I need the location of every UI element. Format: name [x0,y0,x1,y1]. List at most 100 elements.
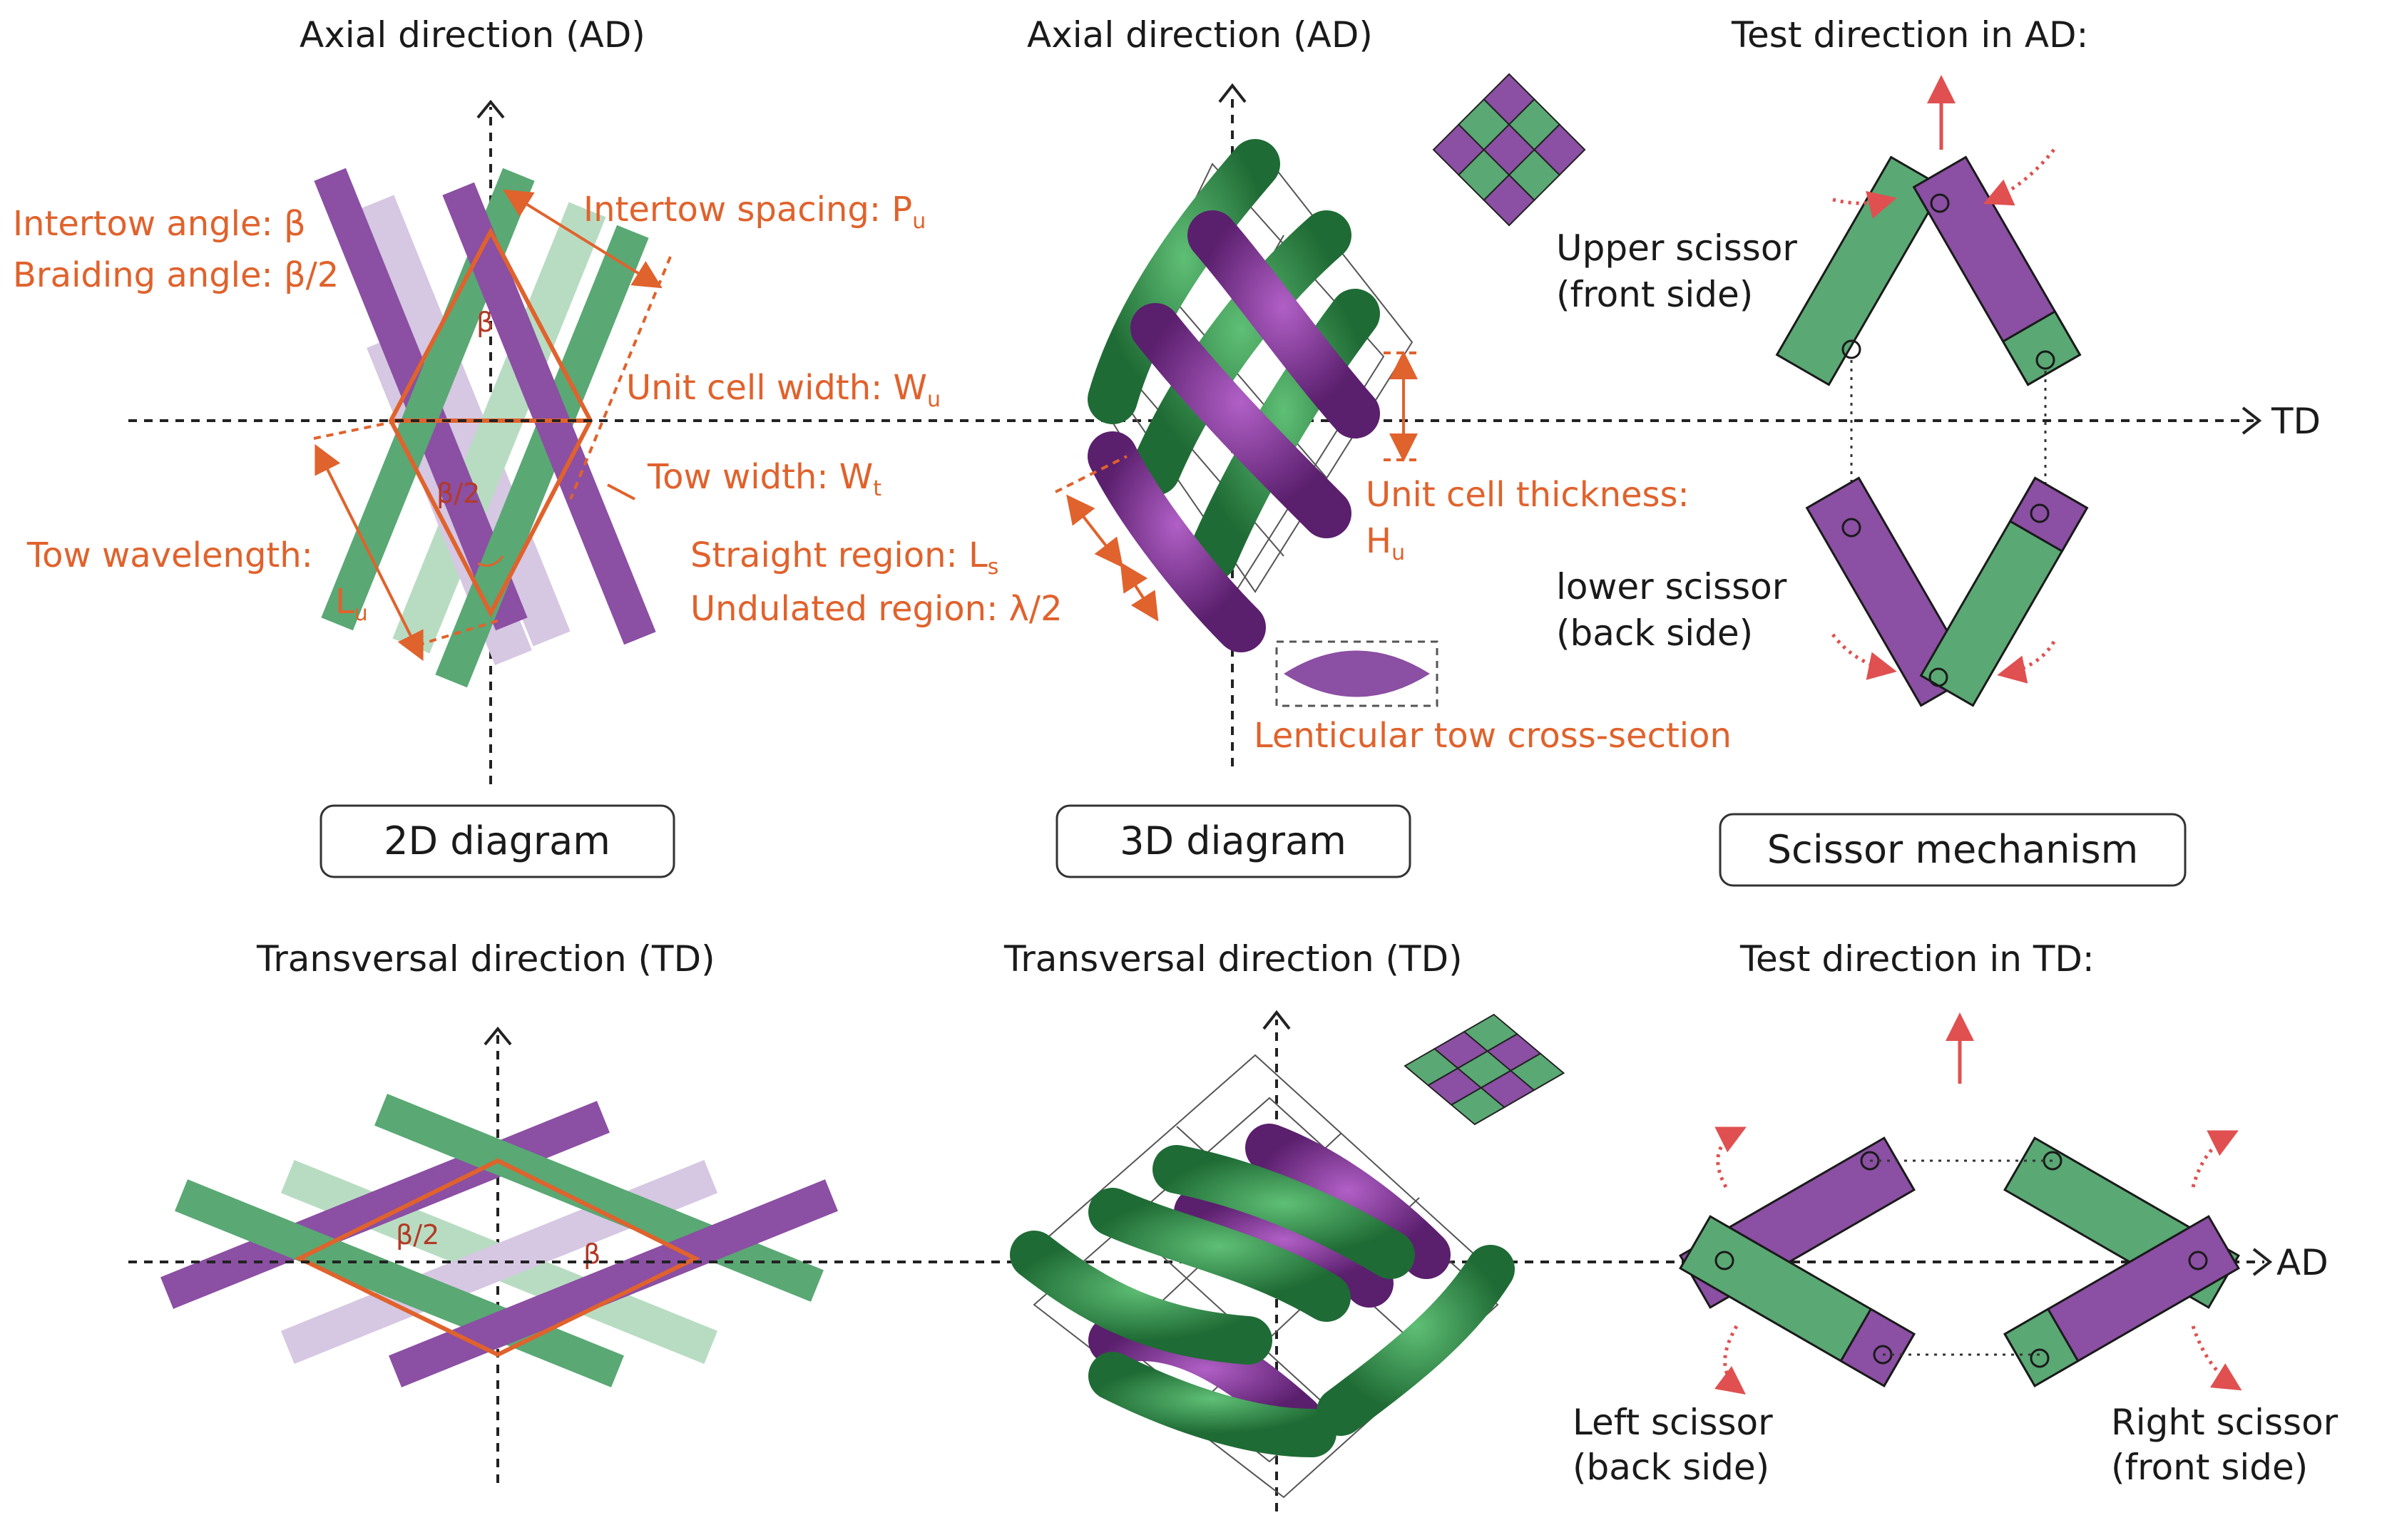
purple-tube-td-2 [1245,1124,1451,1279]
straight-region-label: Straight region: Ls [690,535,998,580]
right-pivot-bottom [2030,1348,2050,1368]
tow-wavelength-symbol: Lu [335,582,368,626]
right-scissor [2003,1136,2240,1387]
beta-half-arc [477,555,504,567]
upper-pivot-right [2035,350,2055,370]
tow-wavelength-label: Tow wavelength: [26,535,313,575]
upper-purple-bar-tip [2001,309,2082,386]
unit-cell-rhombus-td [295,1158,700,1357]
td-axis-2d-arrowhead [484,1026,512,1046]
checker-icon-ad [1432,73,1586,227]
lower-scissor-label: lower scissor [1556,566,1787,607]
upper-scissor [1775,155,2082,386]
axis-label-td-2d: Transversal direction (TD) [256,938,715,980]
upper-scissor-side: (front side) [1556,274,1753,315]
ad-axis-label: AD [2276,1242,2329,1283]
beta-label-2d: β [476,307,494,338]
upper-scissor-label: Upper scissor [1556,227,1797,269]
td-axis-arrowhead [2242,406,2262,435]
panel-scissor-title: Scissor mechanism [1767,827,2138,872]
diagram-2d-ad: Axial direction (AD) β β/2 Intertow angl… [13,14,941,784]
green-tube-3 [1187,289,1380,581]
ad-axis-3d-arrowhead [1218,83,1247,103]
axis-label-ad-2d: Axial direction (AD) [300,14,645,56]
checker-icon-td [1404,1013,1565,1126]
tow-wavelength-arrow [315,443,424,662]
straight-region-guide [1055,455,1128,493]
beta-half-label-td: β/2 [396,1219,439,1251]
lenticular-label: Lenticular tow cross-section [1254,716,1732,756]
left-scissor [1679,1136,1916,1387]
upper-green-bar [1775,155,1945,386]
curve-arrow-ul [1832,190,1897,219]
green-tube-td-3 [1152,1145,1415,1279]
td-axis-label: TD [2271,401,2321,442]
ad-axis-arrowhead [2252,1248,2273,1276]
purple-tube-1 [1088,431,1266,652]
td-axis-top: TD [128,401,2321,442]
curve-arrow-ll [1831,633,1897,680]
lower-scissor [1805,476,2089,707]
panel-2d-frame [320,804,675,878]
test-ad-label: Test direction in AD: [1731,14,2088,56]
green-tube-2 [1130,210,1351,496]
curve-arrow-lr [1997,640,2056,684]
intertow-spacing-guide [569,256,672,500]
undulated-region-arrow [1120,562,1159,622]
tow-width-tick [607,483,635,500]
left-scissor-side: (back side) [1573,1447,1769,1488]
green-tube-1 [1088,139,1280,424]
green-tube-td-4 [1088,1352,1336,1457]
tows-3d-td [1010,1124,1515,1457]
unit-cell-rhombus-2d [388,227,593,618]
purple-tow-td-b [389,1179,838,1387]
unit-cell-width-label: Unit cell width: Wu [626,368,941,412]
tow-width-label: Tow width: Wt [647,457,881,501]
curve-arrow-td-ur [2191,1130,2239,1188]
panel-scissor-box: Scissor mechanism [1719,813,2187,887]
unit-cell-thickness-symbol: Hu [1366,521,1405,565]
lower-scissor-side: (back side) [1556,612,1753,654]
wireframe-grid [1112,235,1341,557]
panel-2d-box: 2D diagram [320,804,675,878]
upper-pivot-top [1930,193,1950,213]
diagram-3d-ad: Axial direction (AD) [690,14,1732,766]
beta-label-td: β [583,1238,600,1270]
beta-half-label-2d: β/2 [436,478,480,509]
purple-tow-b [442,182,656,645]
diagram-2d-td: Transversal direction (TD) β/2 β [160,938,838,1483]
lenticular-box [1275,640,1438,707]
straight-region-arrow [1066,494,1123,568]
curve-arrow-td-ul [1714,1126,1747,1189]
intertow-spacing-label: Intertow spacing: Pu [583,190,926,234]
green-tube-td-2 [1088,1188,1351,1322]
ad-axis-2d-arrowhead [476,99,505,119]
upper-pivot-left [1841,339,1861,359]
right-pivot-mid [2188,1251,2208,1270]
intertow-spacing-arrow [503,189,663,289]
lower-pivot-bottom [1928,667,1948,687]
lower-pivot-left [1841,518,1861,538]
axis-label-td-3d: Transversal direction (TD) [1003,938,1463,980]
scissor-ad: Test direction in AD: Upper scissor (fr [1556,14,2089,707]
test-td-label: Test direction in TD: [1739,938,2095,980]
purple-tube-2 [1130,303,1351,538]
curve-arrow-td-ll [1714,1325,1746,1395]
panel-2d-title: 2D diagram [384,818,610,863]
unit-cell-thickness-label: Unit cell thickness: [1366,475,1690,515]
green-tow-b [435,225,649,688]
right-scissor-side: (front side) [2111,1447,2308,1488]
purple-tube-3 [1187,210,1380,438]
panel-scissor-frame [1719,813,2187,887]
left-scissor-label: Left scissor [1573,1402,1773,1443]
lenticular-shape [1284,650,1430,697]
curve-arrow-td-lr [2191,1325,2242,1391]
tow-wavelength-guide-bottom [416,619,500,647]
right-purple-bar-tip [2003,1308,2080,1387]
left-pivot-mid [1714,1251,1734,1270]
green-tube-td-5 [1317,1245,1515,1436]
right-scissor-label: Right scissor [2111,1402,2338,1443]
tow-wavelength-guide-top [313,419,400,440]
intertow-angle-label: Intertow angle: β [13,204,306,244]
green-tube-td-1 [1010,1231,1272,1365]
